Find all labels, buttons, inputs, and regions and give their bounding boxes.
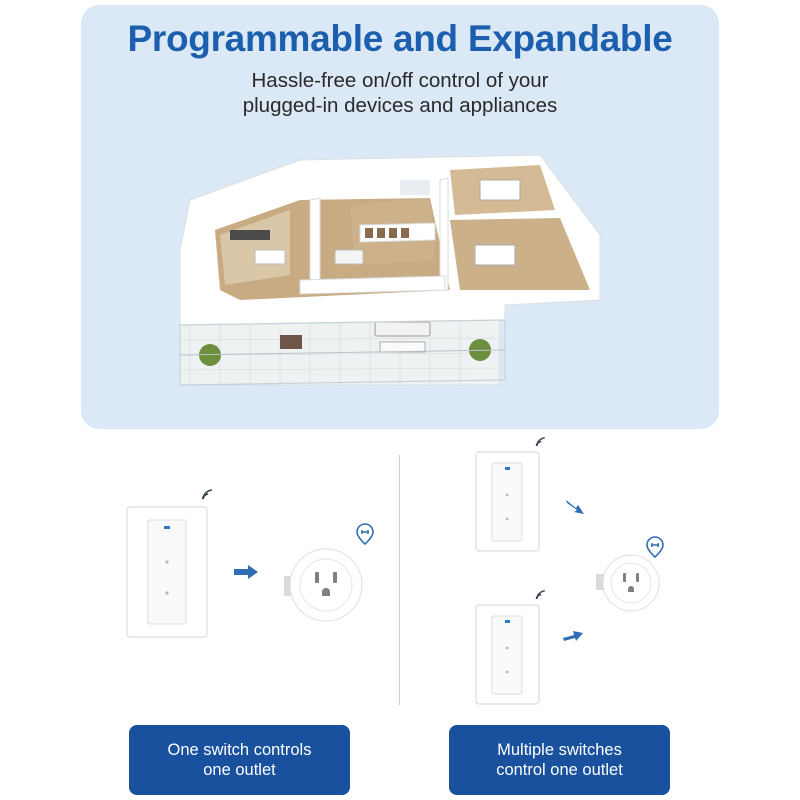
- wifi-signal-icon: [535, 437, 545, 447]
- arrow-right-icon: [566, 500, 584, 514]
- smart-plug-multi: [596, 554, 660, 612]
- subtitle-line-2: plugged-in devices and appliances: [242, 94, 558, 117]
- arrow-right-icon: [234, 565, 258, 579]
- wifi-signal-icon: [201, 489, 213, 500]
- page-title: Programmable and Expandable: [127, 18, 673, 59]
- smart-plug-single: [284, 548, 363, 622]
- wifi-signal-icon: [535, 590, 545, 600]
- wall-switch-single: [126, 506, 208, 638]
- caption-line-2: one outlet: [203, 761, 276, 779]
- wall-switch-top: [475, 451, 540, 552]
- wall-switch-bottom: [475, 604, 540, 705]
- caption-one-switch: One switch controls one outlet: [129, 725, 350, 795]
- arrow-right-icon: [563, 631, 583, 641]
- subtitle-line-1: Hassle-free on/off control of your: [251, 69, 549, 92]
- caption-line-1: Multiple switches: [497, 741, 622, 759]
- caption-multiple-switches: Multiple switches control one outlet: [449, 725, 670, 795]
- caption-line-2: control one outlet: [496, 761, 623, 779]
- section-divider: [399, 455, 400, 705]
- caption-line-1: One switch controls: [167, 741, 312, 759]
- link-icon: [646, 536, 664, 559]
- link-icon: [356, 523, 374, 546]
- floor-plan-illustration: [179, 154, 601, 386]
